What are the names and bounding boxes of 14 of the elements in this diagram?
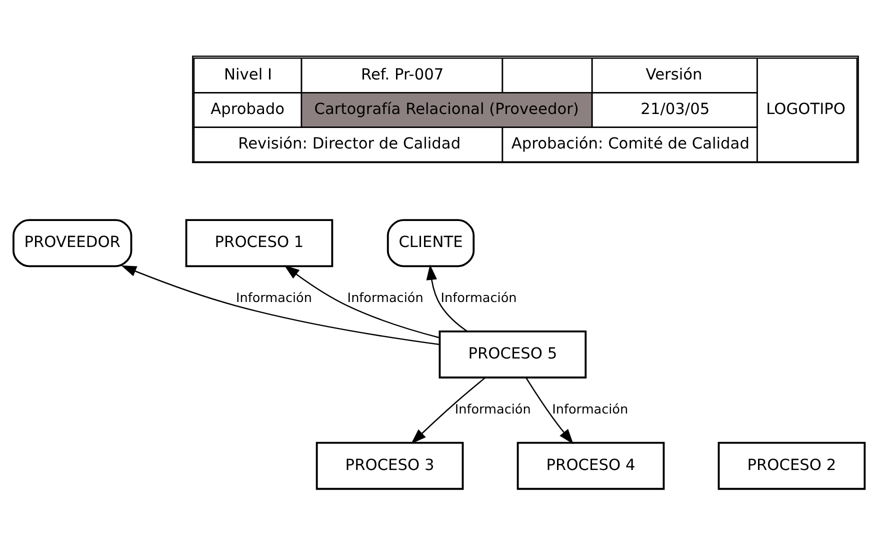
edge-label: Información [236,290,312,306]
label: Versión [646,64,702,83]
label: Nivel I [224,64,272,83]
label: Aprobación: Comité de Calidad [511,134,750,152]
label: Revisión: Director de Calidad [238,134,461,152]
label: Aprobado [210,99,285,118]
edge-label: Información [347,290,424,306]
label: LOGOTIPO [766,99,846,118]
label: 21/03/05 [640,99,710,118]
label: Cartografía Relacional (Proveedor) [314,99,579,118]
edge-label: Información [552,402,628,417]
label: Ref. Pr-007 [361,64,444,83]
edge-label: Información [440,290,517,306]
edge-label: Información [454,402,531,417]
